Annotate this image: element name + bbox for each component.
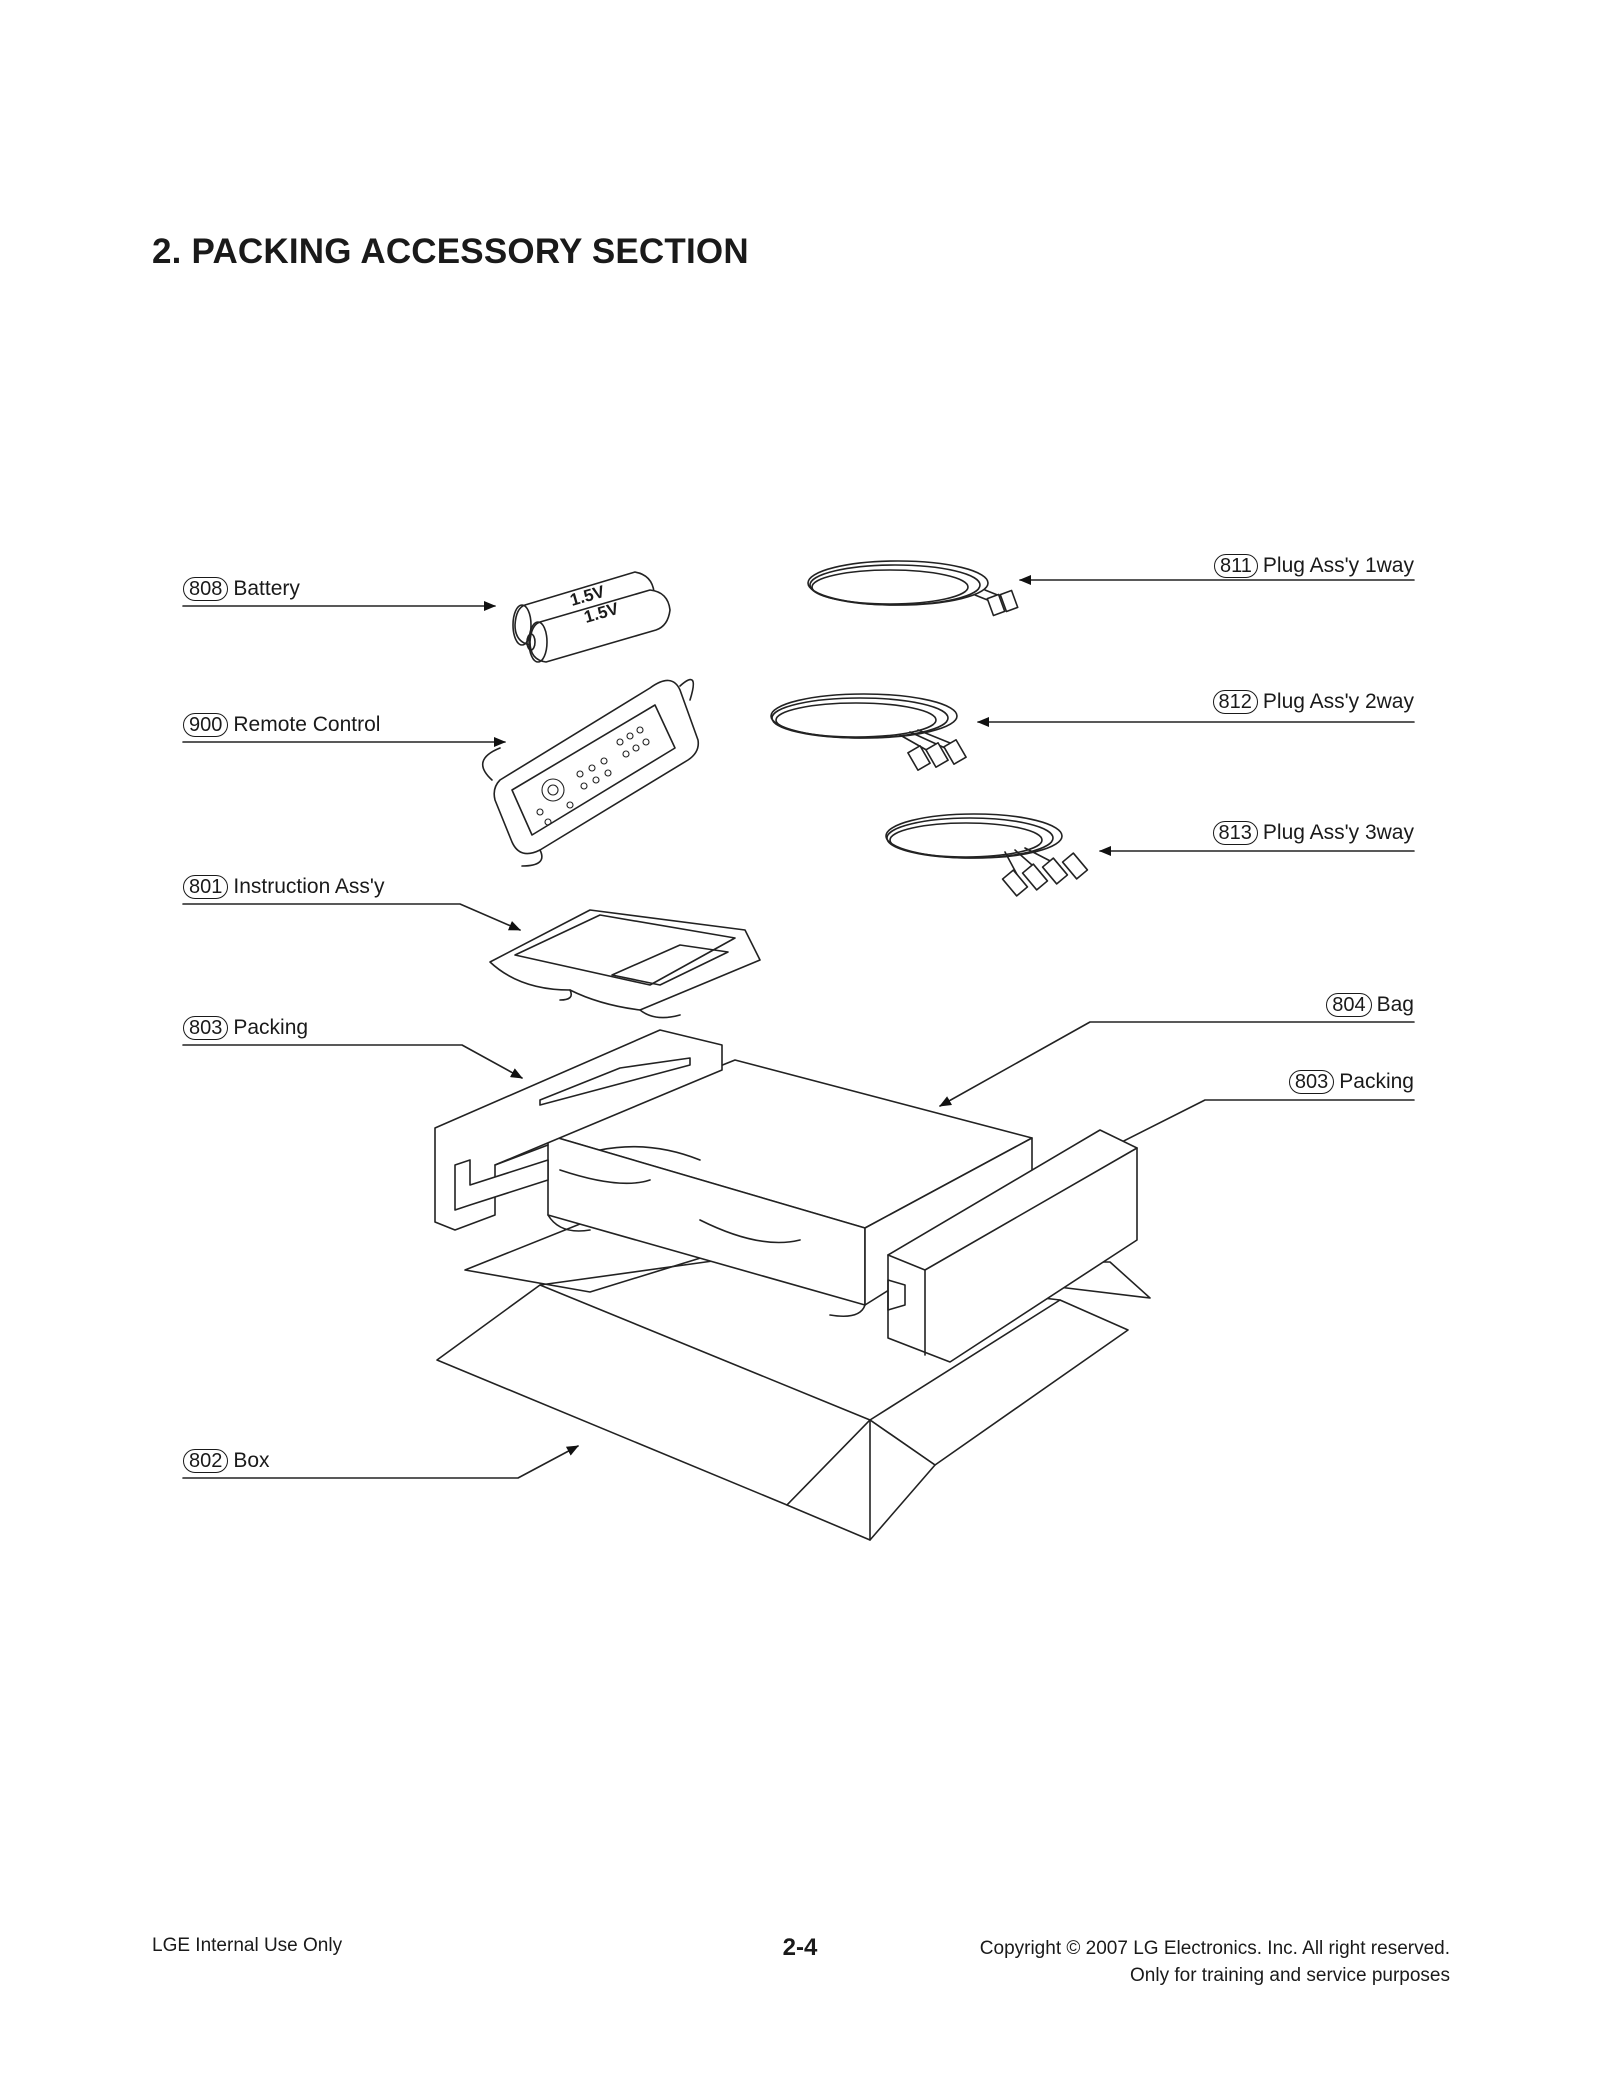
callout-label: Battery (233, 577, 300, 600)
callout-number: 808 (183, 577, 229, 601)
callout-label: Plug Ass'y 1way (1262, 554, 1414, 577)
callout-number: 811 (1214, 554, 1258, 578)
footer-internal-use: LGE Internal Use Only (152, 1935, 343, 1956)
leader-box (182, 1445, 579, 1479)
footer-purpose: Only for training and service purposes (1130, 1965, 1450, 1986)
callout-number: 804 (1326, 993, 1372, 1017)
callout-packing-left: 803 Packing (183, 1015, 308, 1041)
leader-packing-left (182, 1044, 523, 1079)
callout-instruction: 801 Instruction Ass'y (183, 874, 384, 900)
callout-bag: 804 Bag (1326, 992, 1414, 1018)
packing-right-illustration (887, 1129, 1138, 1363)
callout-number: 813 (1212, 821, 1258, 845)
callout-number: 801 (183, 875, 229, 899)
page-title: 2. PACKING ACCESSORY SECTION (152, 232, 749, 271)
plug-2way-illustration (770, 693, 967, 771)
callout-packing-right: 803 Packing (1288, 1069, 1414, 1095)
packing-left-illustration (434, 1029, 723, 1231)
callout-label: Plug Ass'y 2way (1262, 690, 1414, 713)
callout-plug-2way: 812 Plug Ass'y 2way (1212, 689, 1414, 715)
plug-1way-illustration (807, 560, 1019, 617)
callout-label: Instruction Ass'y (233, 875, 385, 898)
plug-3way-illustration (885, 813, 1089, 897)
callout-box: 802 Box (183, 1448, 270, 1474)
callout-number: 802 (183, 1449, 229, 1473)
remote-control-illustration (482, 678, 700, 867)
footer-page-number: 2-4 (782, 1934, 818, 1961)
callout-label: Packing (1339, 1070, 1414, 1093)
callout-number: 900 (183, 713, 229, 737)
leader-packing-right (1089, 1099, 1415, 1159)
callout-remote-control: 900 Remote Control (183, 712, 380, 738)
callout-label: Plug Ass'y 3way (1262, 821, 1414, 844)
footer-copyright: Copyright © 2007 LG Electronics. Inc. Al… (979, 1938, 1450, 1959)
callout-label: Packing (233, 1016, 309, 1039)
footer-copyright-block: Copyright © 2007 LG Electronics. Inc. Al… (980, 1935, 1450, 1989)
callout-label: Bag (1376, 993, 1414, 1016)
battery-illustration (512, 571, 671, 663)
instruction-illustration (489, 909, 761, 1019)
callout-number: 803 (1288, 1070, 1335, 1094)
callout-battery: 808 Battery (183, 576, 300, 602)
leader-instruction (182, 903, 521, 931)
callout-label: Box (233, 1449, 270, 1472)
callout-number: 812 (1212, 690, 1258, 714)
callout-plug-3way: 813 Plug Ass'y 3way (1212, 820, 1414, 846)
callout-number: 803 (183, 1016, 229, 1040)
callout-plug-1way: 811 Plug Ass'y 1way (1214, 553, 1414, 579)
callout-label: Remote Control (233, 713, 381, 736)
leader-bag (939, 1021, 1415, 1107)
